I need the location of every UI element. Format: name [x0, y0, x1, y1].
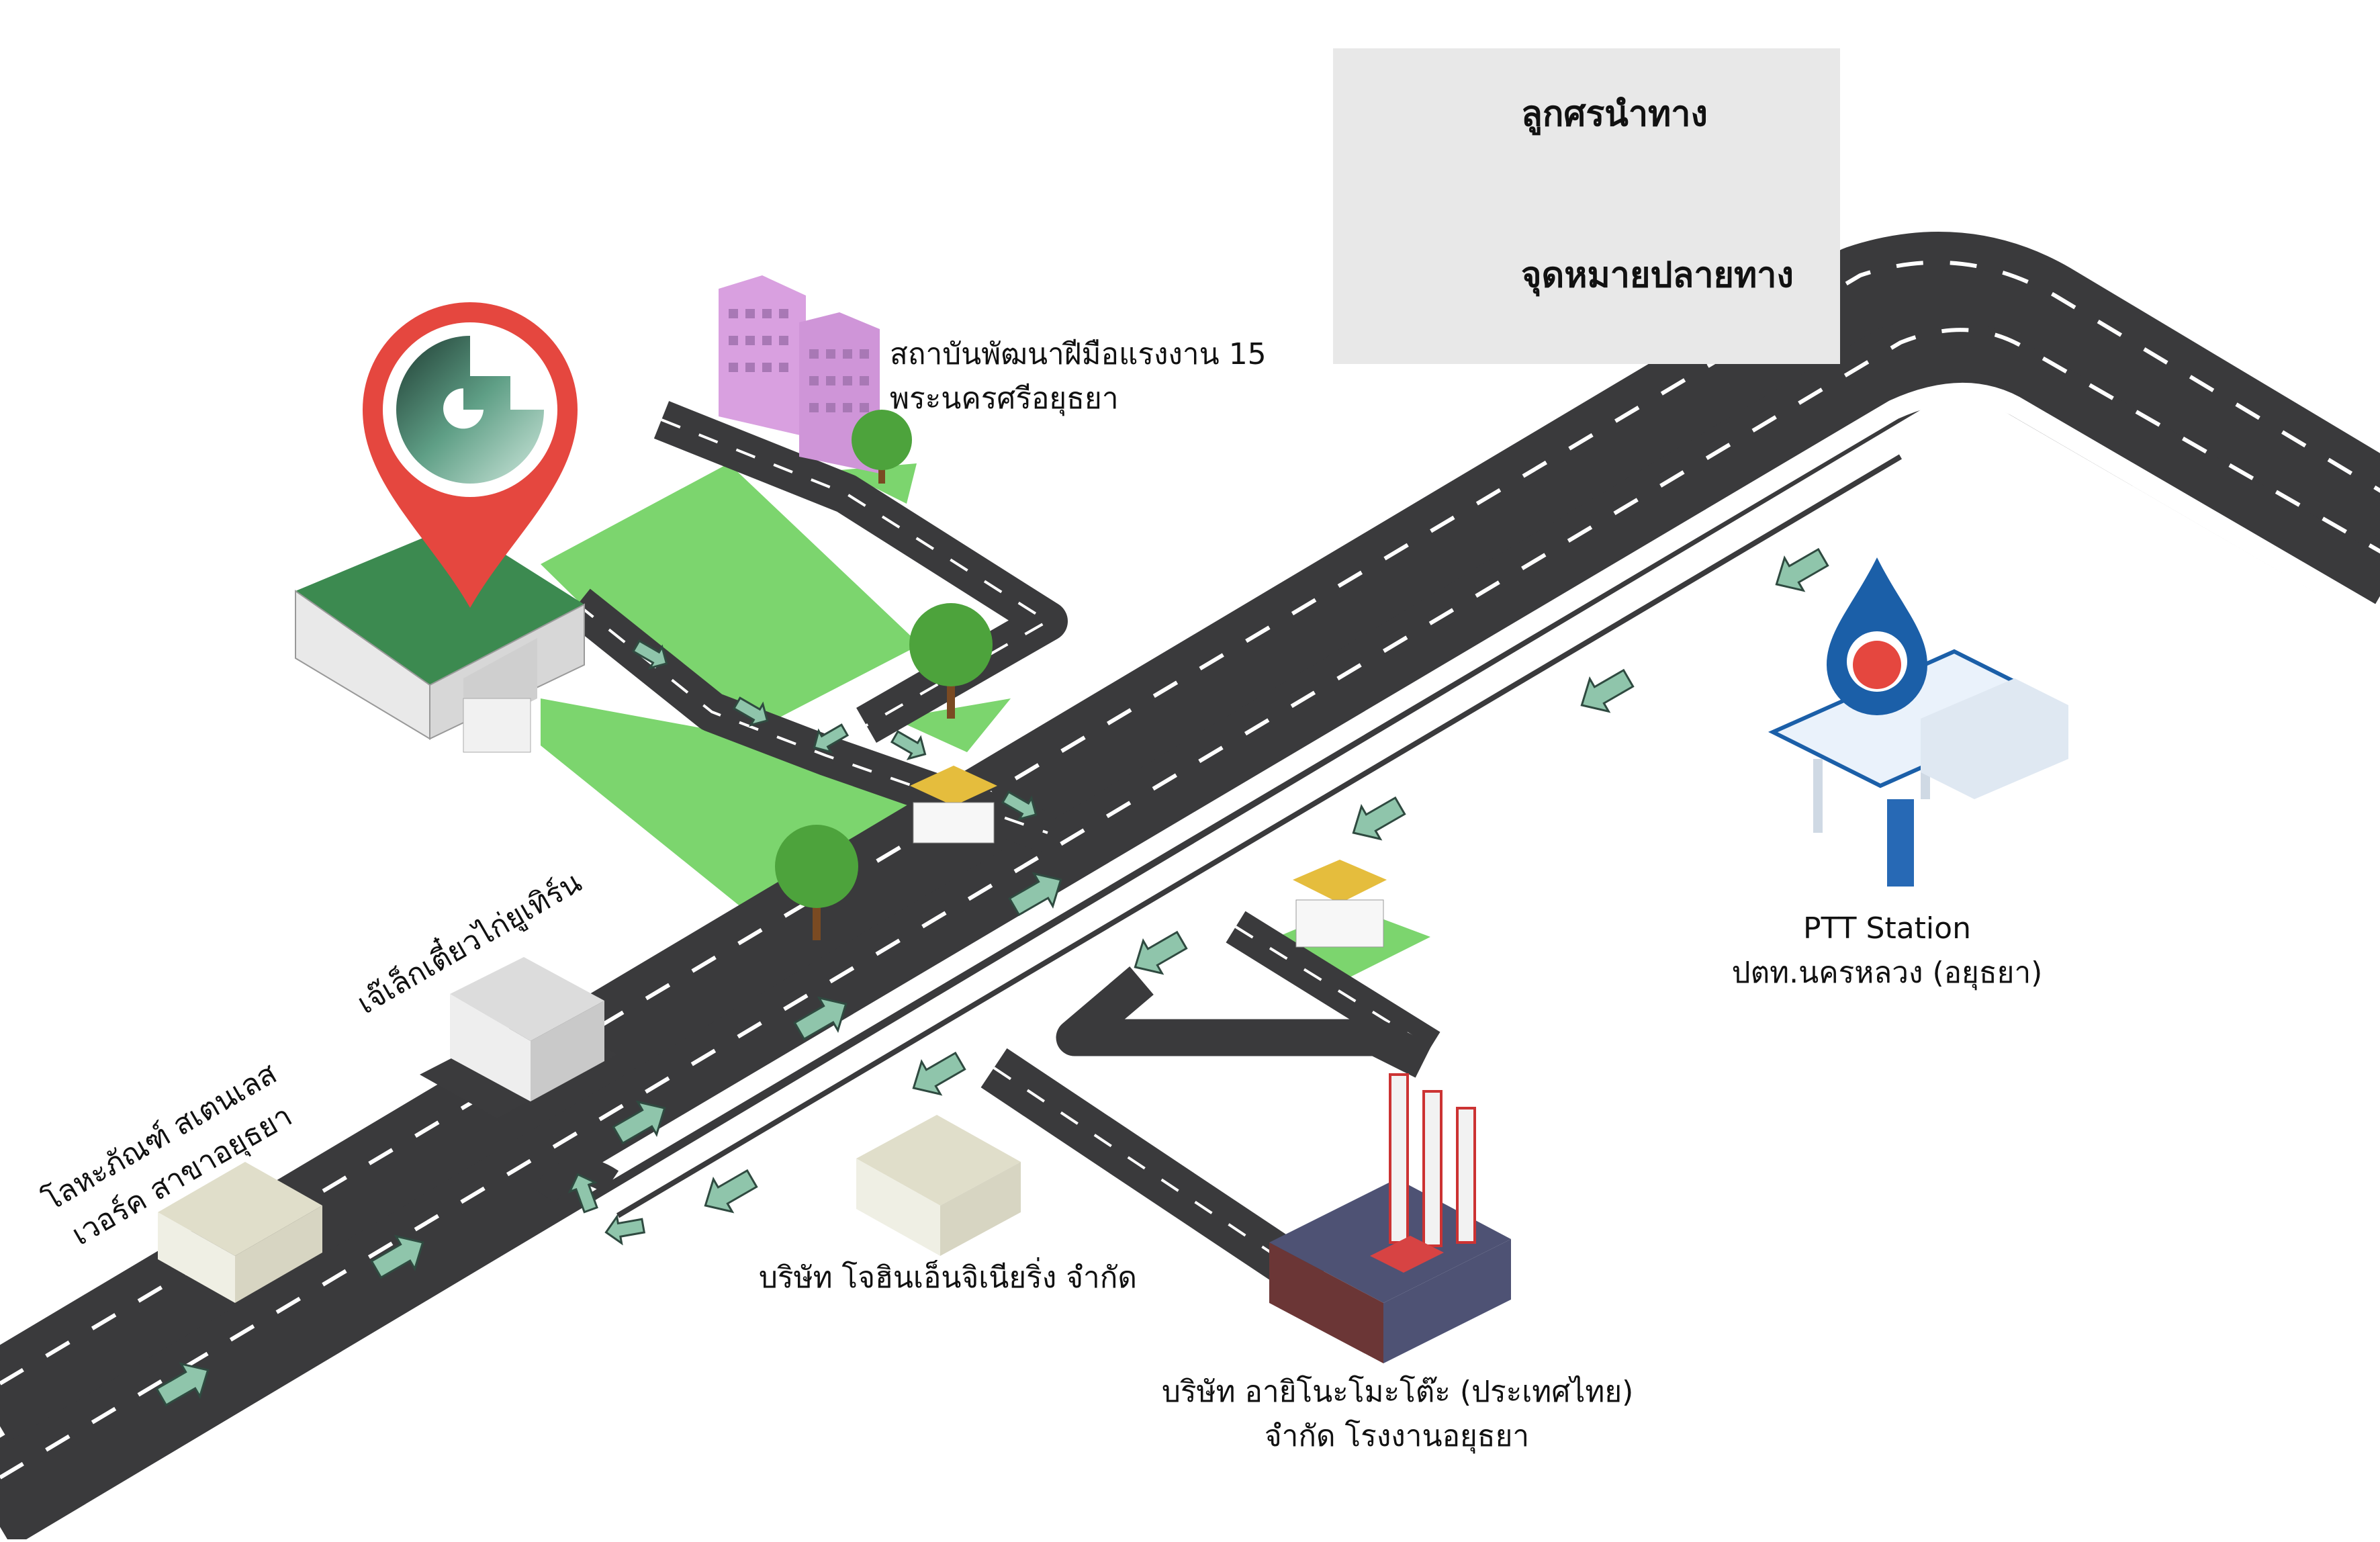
warehouse-building [295, 524, 585, 753]
institute-label[interactable]: สถาบันพัฒนาฝีมือแรงงาน 15 พระนครศรีอยุธย… [890, 332, 1267, 421]
institute-label-line2: พระนครศรีอยุธยา [890, 381, 1119, 416]
ptt-label[interactable]: PTT Station ปตท.นครหลวง (อยุธยา) [1719, 907, 2055, 995]
navigation-arrows [155, 547, 1829, 1407]
factory-label-line1: บริษัท อายิโนะโมะโต๊ะ (ประเทศไทย) [1162, 1375, 1634, 1409]
johin-label-line1: บริษัท โจฮินเอ็นจิเนียริ่ง จำกัด [759, 1261, 1137, 1295]
destination-pin-icon [363, 302, 578, 608]
trees [775, 410, 993, 940]
legend-arrow-label: ลูกศรนำทาง [1521, 94, 1708, 134]
legend-destination-label: จุดหมายปลายทาง [1521, 255, 1794, 296]
ptt-station [1768, 557, 2068, 887]
noodle-shop-building [420, 957, 618, 1118]
gazebos [910, 766, 1387, 948]
johin-label[interactable]: บริษัท โจฮินเอ็นจิเนียริ่ง จำกัด [759, 1256, 1137, 1300]
roads [0, 232, 2380, 1542]
institute-label-line1: สถาบันพัฒนาฝีมือแรงงาน 15 [890, 337, 1267, 371]
factory-label[interactable]: บริษัท อายิโนะโมะโต๊ะ (ประเทศไทย) จำกัด … [1162, 1370, 1634, 1459]
factory-label-line2: จำกัด โรงงานอยุธยา [1264, 1419, 1530, 1453]
johin-building [856, 1115, 1021, 1256]
factory-building [1269, 1073, 1511, 1363]
legend-panel: ลูกศรนำทาง จุดหมายปลายทาง [1333, 48, 1840, 364]
ptt-label-line1: PTT Station [1803, 911, 1971, 946]
metal-shop-building [158, 1162, 322, 1303]
ptt-label-line2: ปตท.นครหลวง (อยุธยา) [1731, 956, 2043, 990]
